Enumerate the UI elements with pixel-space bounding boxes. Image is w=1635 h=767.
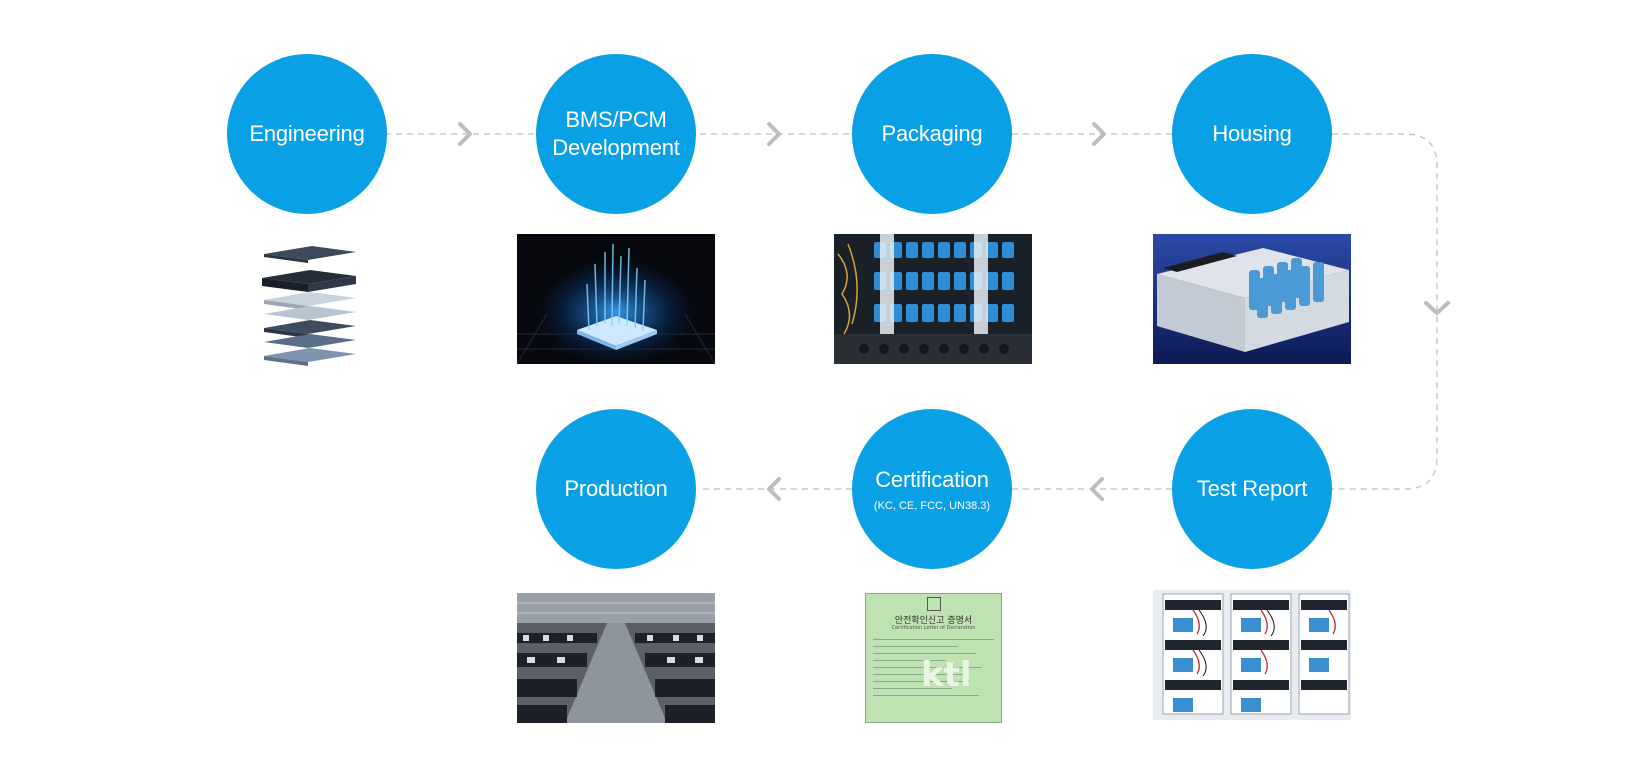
step-certification-label: Certification xyxy=(875,467,989,492)
certificate-stamp-icon xyxy=(927,597,941,611)
step-engineering-label: Engineering xyxy=(249,121,365,146)
chevron-left-icon xyxy=(1090,477,1104,501)
step-engineering: Engineering xyxy=(227,54,387,214)
step-packaging-label: Packaging xyxy=(881,121,983,146)
certificate-subtitle: Certification Letter of Declaration xyxy=(891,625,976,631)
step-production: Production xyxy=(536,409,696,569)
chevron-right-icon xyxy=(458,122,472,146)
step-bms-label-line2: Development xyxy=(552,135,680,160)
chevron-down-icon xyxy=(1424,301,1450,315)
certificate-logo: ktl xyxy=(921,655,972,695)
certificate-image: 안전확인신고 증명서 Certification Letter of Decla… xyxy=(865,593,1002,723)
production-image xyxy=(517,593,715,723)
step-bms-label-line1: BMS/PCM xyxy=(565,107,667,132)
chevron-right-icon xyxy=(1092,122,1106,146)
step-test-report-label: Test Report xyxy=(1196,476,1308,501)
housing-image xyxy=(1153,234,1351,364)
connector-housing-test xyxy=(1332,133,1438,490)
test-report-image xyxy=(1153,590,1351,720)
battery-layers-icon xyxy=(262,246,356,366)
certificate-title: 안전확인신고 증명서 xyxy=(894,616,973,626)
chevron-left-icon xyxy=(767,477,781,501)
engineering-image xyxy=(256,240,362,380)
step-packaging: Packaging xyxy=(852,54,1012,214)
step-housing: Housing xyxy=(1172,54,1332,214)
chevron-right-icon xyxy=(767,122,781,146)
step-test-report: Test Report xyxy=(1172,409,1332,569)
step-certification-sublabel: (KC, CE, FCC, UN38.3) xyxy=(873,500,991,512)
step-bms-pcm-development: BMS/PCM Development xyxy=(536,54,696,214)
step-production-label: Production xyxy=(564,476,668,501)
packaging-image xyxy=(834,234,1032,364)
step-certification: Certification (KC, CE, FCC, UN38.3) xyxy=(852,409,1012,569)
step-housing-label: Housing xyxy=(1212,121,1292,146)
bms-pcm-image xyxy=(517,234,715,364)
